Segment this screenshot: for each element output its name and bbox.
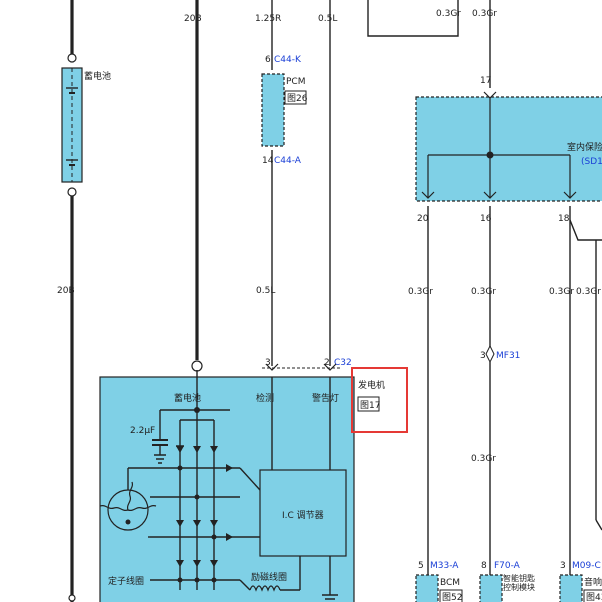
gen-warn-label: 警告灯	[312, 392, 339, 404]
pin-arrow	[563, 191, 577, 199]
pin-arrow	[265, 363, 279, 371]
pcm-label: PCM	[286, 77, 305, 87]
pcm-wire-label: 1.25R	[255, 14, 281, 24]
fuse-pin-top: 17	[480, 76, 491, 86]
generator-ref-box[interactable]	[357, 396, 380, 412]
gen-pin-3: 3	[265, 358, 271, 368]
smartkey-connector[interactable]: 8 F70-A 智能钥匙控制模块	[479, 561, 537, 602]
branch-wire	[569, 219, 602, 241]
smartkey-label: 智能钥匙控制模块	[503, 574, 535, 592]
right-wire-label: 0.3Gr	[576, 287, 601, 297]
fuse-pin-18: 18	[558, 214, 570, 224]
gen-detect-label: 检测	[256, 392, 274, 404]
pcm-pin-bottom: 14	[262, 156, 274, 166]
pcm-ref[interactable]: 图26	[287, 93, 308, 104]
bcm-conn[interactable]: M33-A	[430, 561, 459, 571]
bcm-component	[415, 574, 439, 602]
gen-cap-label: 2.2μF	[130, 426, 155, 436]
highlight-box	[351, 367, 408, 433]
pcm-conn-top[interactable]: C44-K	[274, 55, 302, 65]
left-wire-label: 20B	[57, 286, 75, 296]
inner-wire	[239, 467, 261, 491]
pin-arrow	[483, 191, 497, 199]
splice-junction	[486, 151, 494, 159]
audio-ref-box[interactable]	[583, 589, 602, 602]
gen-conn[interactable]: C32	[334, 358, 352, 368]
ic-regulator-component	[259, 469, 347, 557]
audio-conn[interactable]: M09-C	[572, 561, 601, 571]
bcm-connector[interactable]: 5 M33-A BCM 图52	[415, 561, 463, 602]
smartkey-pin: 8	[481, 561, 487, 571]
bcm-ref[interactable]: 图52	[442, 592, 462, 602]
mid-wire-label: 0.5L	[256, 286, 275, 296]
fuse-pin-16: 16	[480, 214, 492, 224]
pin-arrow	[421, 191, 435, 199]
rectifier-diodes	[150, 410, 240, 590]
top-wire-label: 20B	[184, 14, 202, 24]
pcm-ref-box[interactable]	[284, 90, 307, 105]
battery-label: 蓄电池	[84, 70, 111, 82]
bcm-pin: 5	[418, 561, 424, 571]
fuse-box-label: 室内保险丝盒	[567, 141, 602, 153]
pin-arrow	[323, 363, 337, 371]
top-component-outline	[367, 0, 459, 37]
splice-dot	[67, 53, 77, 63]
bcm-ref-box[interactable]	[439, 589, 463, 602]
splice-dot	[191, 360, 203, 372]
field-coil-icon	[249, 585, 281, 592]
audio-pin: 3	[560, 561, 566, 571]
gen-pin-2: 2	[324, 358, 330, 368]
branch-wire	[595, 519, 602, 531]
generator-label: 发电机	[358, 379, 385, 391]
fuse-box-component	[415, 96, 602, 202]
generator-ref[interactable]: 图17	[360, 400, 380, 411]
gen-battery-label: 蓄电池	[174, 392, 201, 404]
smartkey-wire-label: 0.3Gr	[471, 287, 496, 297]
smartkey-component	[479, 574, 503, 602]
battery-icon	[66, 68, 78, 182]
warning-wire-label: 0.5L	[318, 14, 337, 24]
splice-dot	[68, 594, 76, 602]
top-wire-gr-b: 0.3Gr	[472, 9, 497, 19]
mf31-pin: 3	[480, 351, 486, 361]
gen-stator-label: 定子线圈	[108, 575, 144, 587]
audio-component	[559, 574, 583, 602]
pcm-component	[261, 73, 285, 147]
mf31-label[interactable]: MF31	[496, 351, 520, 361]
gen-field-label: 励磁线圈	[251, 571, 287, 583]
audio-ref[interactable]: 图43	[586, 592, 602, 602]
stator-coil-icon	[99, 467, 157, 538]
splice-dot	[67, 187, 77, 197]
bcm-wire-label: 0.3Gr	[408, 287, 433, 297]
audio-label: 音响	[584, 576, 602, 588]
fuse-pin-20: 20	[417, 214, 429, 224]
pcm-conn-bottom[interactable]: C44-A	[274, 156, 302, 166]
smartkey-wire-lower-label: 0.3Gr	[471, 454, 496, 464]
top-wire-gr-a: 0.3Gr	[436, 9, 461, 19]
audio-connector[interactable]: 3 M09-C 音响 图43	[559, 561, 602, 602]
smartkey-conn[interactable]: F70-A	[494, 561, 521, 571]
mf31-connector	[485, 344, 495, 364]
audio-wire-label: 0.3Gr	[549, 287, 574, 297]
bcm-label: BCM	[440, 578, 460, 588]
pcm-pin-top: 6	[265, 55, 271, 65]
inner-wire	[239, 579, 251, 591]
gen-ic-label: I.C 调节器	[282, 510, 324, 521]
